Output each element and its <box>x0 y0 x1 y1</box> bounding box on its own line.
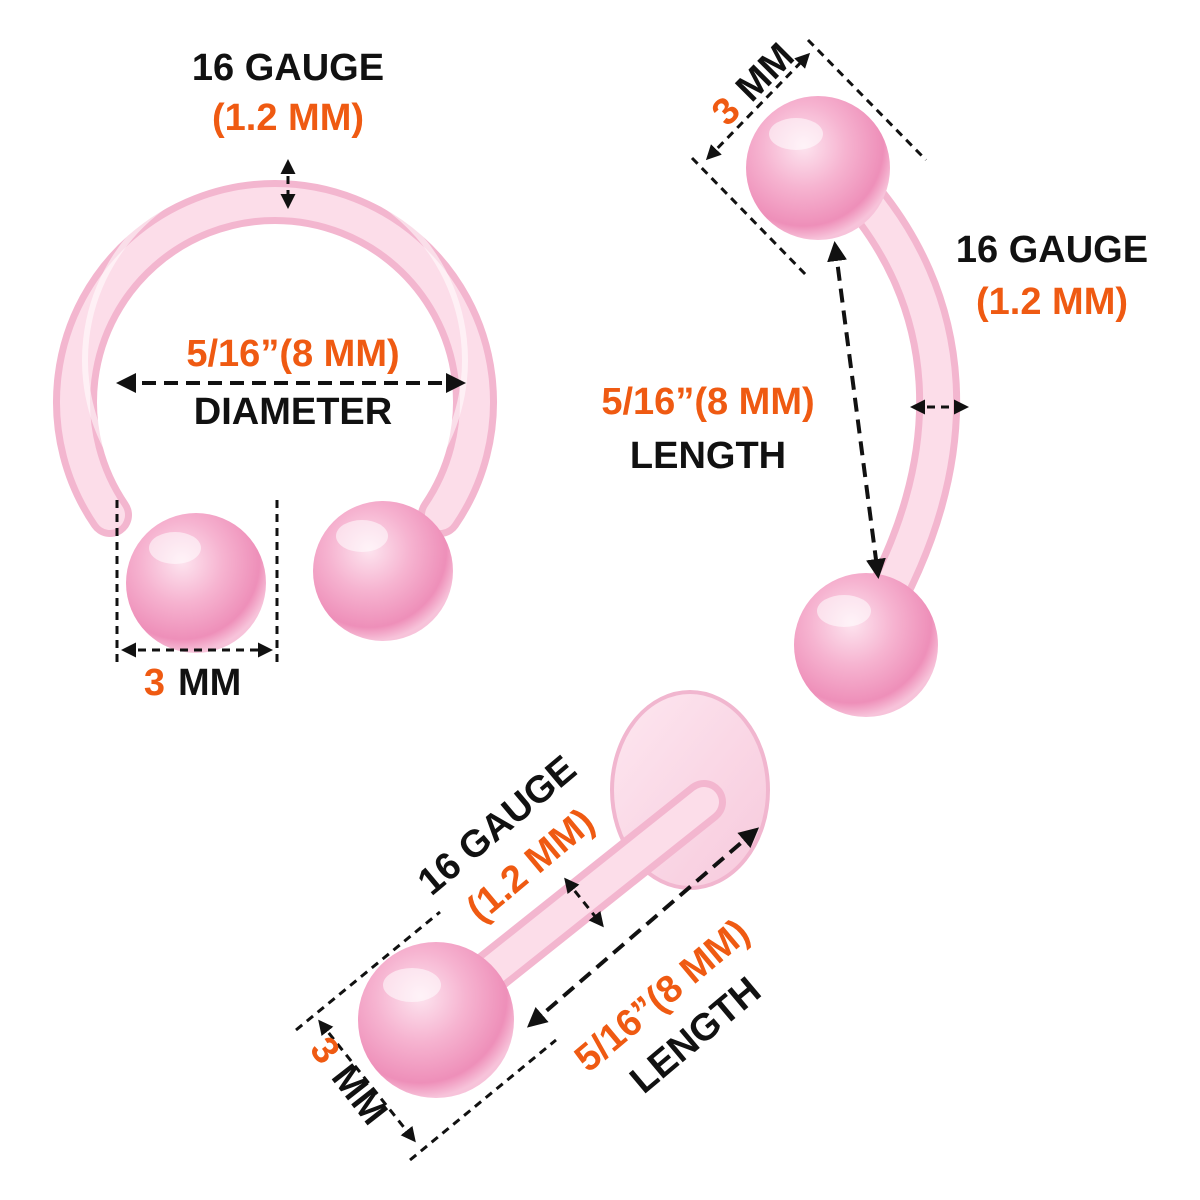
horseshoe-ball-left <box>126 513 266 653</box>
labret-ball-guide-bottom <box>409 1038 557 1162</box>
curved-gauge-label: 16 GAUGE <box>956 229 1148 271</box>
horseshoe-gauge-mm-label: (1.2 MM) <box>212 97 364 139</box>
curved-ball-num-label: 3 <box>704 89 749 134</box>
labret-ball <box>358 942 514 1098</box>
horseshoe-ball-unit-label: MM <box>178 662 241 704</box>
labret-ball-guide-top <box>295 910 441 1032</box>
labret-length-arrow <box>526 827 760 1028</box>
curved-barbell-ball-top <box>746 96 890 240</box>
labret-ball-num-label: 3 <box>301 1029 347 1072</box>
curved-size-label: 5/16”(8 MM) <box>601 381 814 423</box>
horseshoe-size-label: 5/16”(8 MM) <box>186 333 399 375</box>
curved-barbell-ball-bottom <box>794 573 938 717</box>
curved-length-arrow <box>827 241 886 579</box>
curved-ball-unit-label: MM <box>728 35 802 109</box>
curved-ball-guide-right <box>806 38 928 162</box>
horseshoe-ring <box>53 167 497 537</box>
curved-length-label: LENGTH <box>630 435 786 477</box>
curved-barbell-bar <box>826 158 961 647</box>
horseshoe-gauge-label: 16 GAUGE <box>192 47 384 89</box>
horseshoe-ball-num-label: 3 <box>144 662 165 704</box>
labret-length-label-group: 5/16”(8 MM) LENGTH <box>567 911 769 1102</box>
curved-ball-arrow <box>705 52 811 161</box>
horseshoe-ball-right <box>313 501 453 641</box>
curved-gauge-mm-label: (1.2 MM) <box>976 281 1128 323</box>
labret-ball-arrow <box>318 1019 416 1143</box>
horseshoe-diameter-label: DIAMETER <box>194 391 392 433</box>
